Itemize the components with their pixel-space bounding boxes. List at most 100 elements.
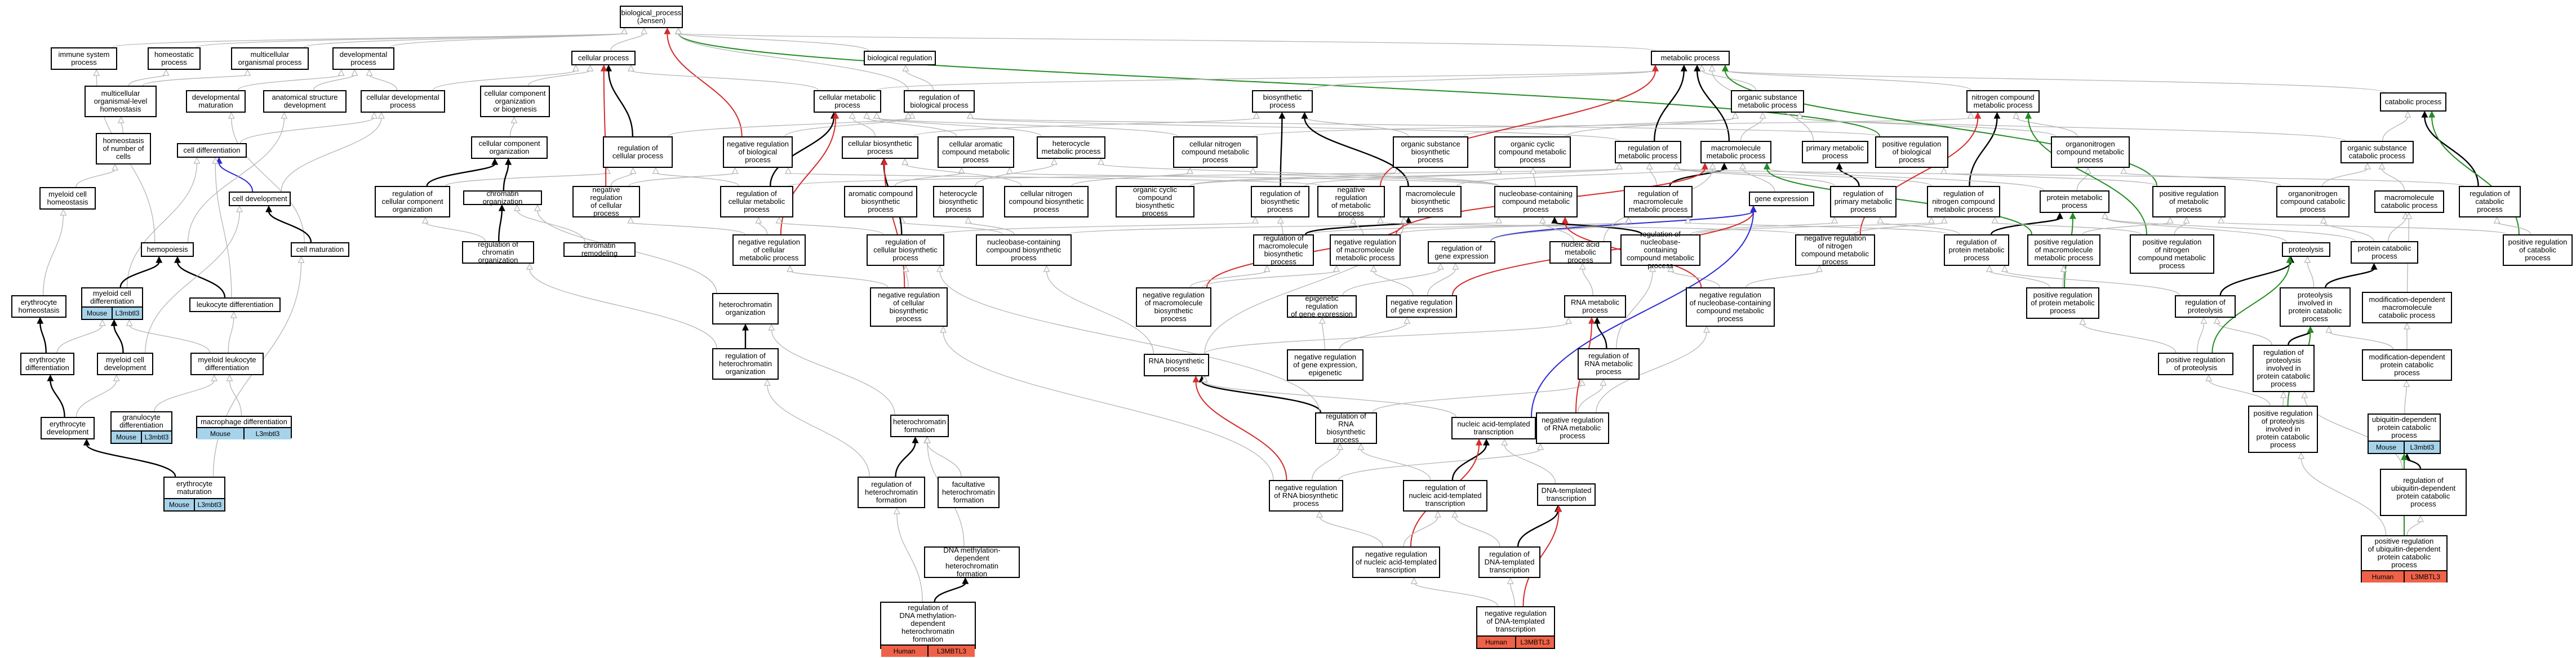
- term-rna-biosyn[interactable]: RNA biosynthetic process: [1144, 354, 1209, 376]
- term-protein-cat[interactable]: protein catabolic process: [2351, 241, 2418, 264]
- term-chromatin-remod[interactable]: chromatin remodeling: [563, 242, 636, 257]
- gene-tag[interactable]: L3MBTL3: [927, 646, 975, 657]
- term-facultative-het[interactable]: facultative heterochromatin formation: [938, 477, 1000, 508]
- term-neg-nucleobase[interactable]: negative regulation of nucleobase-contai…: [1686, 287, 1775, 327]
- term-homeostatic[interactable]: homeostatic process: [148, 47, 201, 70]
- term-reg-macromol-metab[interactable]: regulation of macromolecule metabolic pr…: [1624, 186, 1693, 217]
- term-org-cyclic[interactable]: organic cyclic compound metabolic proces…: [1494, 136, 1571, 168]
- term-cell-maturation[interactable]: cell maturation: [291, 242, 349, 257]
- term-heterocycle[interactable]: heterocycle metabolic process: [1037, 136, 1105, 159]
- term-pos-protein-metab[interactable]: positive regulation of protein metabolic…: [2026, 287, 2099, 319]
- species-tag[interactable]: Human: [1477, 637, 1515, 648]
- gene-tag[interactable]: L3mbtl3: [2404, 442, 2440, 453]
- term-organonitro[interactable]: organonitrogen compound metabolic proces…: [2051, 136, 2130, 168]
- term-reg-macromol-biosyn[interactable]: regulation of macromolecule biosynthetic…: [1253, 234, 1314, 266]
- species-tag[interactable]: Mouse: [2369, 442, 2404, 453]
- term-modif-protein-cat[interactable]: modification-dependent protein catabolic…: [2362, 349, 2452, 381]
- term-proteolysis[interactable]: proteolysis: [2282, 242, 2330, 257]
- term-cell-development[interactable]: cell development: [229, 192, 291, 206]
- term-org-subst-bio[interactable]: organic substance biosynthetic process: [1393, 136, 1468, 168]
- term-neg-nat-transcription[interactable]: negative regulation of nucleic acid-temp…: [1352, 546, 1440, 578]
- term-neg-nitro[interactable]: negative regulation of nitrogen compound…: [1795, 234, 1875, 266]
- term-cell-arom[interactable]: cellular aromatic compound metabolic pro…: [938, 136, 1014, 168]
- term-reg-dna-transcription[interactable]: regulation of DNA-templated transcriptio…: [1478, 546, 1540, 578]
- term-biosynthetic[interactable]: biosynthetic process: [1252, 90, 1313, 113]
- term-pos-proteolysis[interactable]: positive regulation of proteolysis: [2158, 353, 2233, 375]
- term-pos-proteolysis-cat[interactable]: positive regulation of proteolysis invol…: [2248, 406, 2318, 453]
- term-erythrocyte-homeo[interactable]: erythrocyte homeostasis: [11, 295, 66, 318]
- term-neg-macromol-biosyn[interactable]: negative regulation of macromolecule bio…: [1136, 287, 1211, 327]
- term-neg-dna-transcription[interactable]: negative regulation of DNA-templated tra…: [1476, 606, 1555, 649]
- term-leuk-diff[interactable]: leukocyte differentiation: [189, 297, 281, 312]
- term-reg-cc-org[interactable]: regulation of cellular component organiz…: [375, 186, 450, 217]
- term-primary-metab[interactable]: primary metabolic process: [1802, 141, 1868, 163]
- term-reg-proteolysis[interactable]: regulation of proteolysis: [2175, 295, 2236, 318]
- term-cell-biosyn[interactable]: cellular biosynthetic process: [842, 136, 918, 159]
- term-macromol-biosyn[interactable]: macromolecule biosynthetic process: [1400, 186, 1462, 217]
- term-bioreg[interactable]: biological regulation: [864, 51, 936, 65]
- term-cell-dev-proc[interactable]: cellular developmental process: [361, 90, 445, 113]
- gene-tag[interactable]: L3mbtl3: [243, 428, 291, 439]
- term-erythrocyte-dev[interactable]: erythrocyte development: [41, 417, 95, 439]
- term-reg-gene-expr[interactable]: regulation of gene expression: [1428, 241, 1495, 264]
- term-bp[interactable]: biological_process (Jensen): [620, 6, 683, 28]
- term-dev-mat[interactable]: developmental maturation: [186, 90, 246, 113]
- term-reg-cell-metab[interactable]: regulation of cellular metabolic process: [720, 186, 793, 217]
- term-neg-cell-metab[interactable]: negative regulation of cellular metaboli…: [732, 234, 806, 266]
- term-modif-macromol-cat[interactable]: modification-dependent macromolecule cat…: [2362, 292, 2452, 323]
- term-nucleic-acid-metab[interactable]: nucleic acid metabolic process: [1549, 241, 1611, 264]
- term-nucleobase[interactable]: nucleobase-containing compound metabolic…: [1494, 186, 1578, 217]
- species-tag[interactable]: Mouse: [197, 428, 243, 439]
- term-dna-transcription[interactable]: DNA-templated transcription: [1537, 483, 1596, 506]
- term-reg-dna-meth-het[interactable]: regulation of DNA methylation-dependent …: [880, 602, 976, 657]
- term-neg-macromol-metab[interactable]: negative regulation of macromolecule met…: [1330, 234, 1401, 266]
- term-neg-bioproc[interactable]: negative regulation of biological proces…: [723, 136, 793, 168]
- species-tag[interactable]: Mouse: [112, 432, 141, 443]
- species-tag[interactable]: Human: [2362, 571, 2404, 583]
- term-gene-expr[interactable]: gene expression: [1749, 192, 1814, 206]
- term-cc-org[interactable]: cellular component organization: [471, 136, 548, 159]
- term-neg-cell-proc[interactable]: negative regulation of cellular process: [572, 186, 640, 217]
- term-reg-nitro[interactable]: regulation of nitrogen compound metaboli…: [1927, 186, 2000, 217]
- term-multicell[interactable]: multicellular organismal process: [231, 47, 309, 70]
- gene-tag[interactable]: L3MBTL3: [1515, 637, 1554, 648]
- term-neg-cell-biosyn[interactable]: negative regulation of cellular biosynth…: [870, 287, 948, 327]
- term-hetero-biosyn[interactable]: heterocycle biosynthetic process: [933, 186, 984, 217]
- term-homeo-num[interactable]: homeostasis of number of cells: [96, 133, 151, 164]
- term-reg-heterochromatin-form[interactable]: regulation of heterochromatin formation: [858, 477, 925, 508]
- species-tag[interactable]: Mouse: [82, 308, 112, 319]
- term-nucleobase-biosyn[interactable]: nucleobase-containing compound biosynthe…: [976, 234, 1072, 266]
- term-reg-cell-proc[interactable]: regulation of cellular process: [603, 136, 673, 168]
- term-cell-nitro[interactable]: cellular nitrogen compound metabolic pro…: [1173, 136, 1258, 168]
- term-nat-transcription[interactable]: nucleic acid-templated transcription: [1451, 417, 1536, 439]
- term-pos-metab[interactable]: positive regulation of metabolic process: [2152, 186, 2226, 217]
- term-neg-rna-metab[interactable]: negative regulation of RNA metabolic pro…: [1536, 412, 1609, 444]
- term-pos-macromol-metab[interactable]: positive regulation of macromolecule met…: [2027, 234, 2100, 266]
- term-cell-metab[interactable]: cellular metabolic process: [814, 90, 881, 113]
- term-dna-meth-het[interactable]: DNA methylation-dependent heterochromati…: [924, 546, 1020, 578]
- term-heterochromatin-org[interactable]: heterochromatin organization: [712, 293, 779, 324]
- term-neg-gene-expr-epi[interactable]: negative regulation of gene expression, …: [1287, 349, 1363, 381]
- gene-tag[interactable]: L3mbtl3: [112, 308, 142, 319]
- term-reg-chromatin-org[interactable]: regulation of chromatin organization: [462, 241, 534, 264]
- term-neg-rna-biosyn[interactable]: negative regulation of RNA biosynthetic …: [1269, 480, 1343, 512]
- term-mcorg-homeo[interactable]: multicellular organismal-level homeostas…: [85, 86, 157, 117]
- term-reg-bioproc[interactable]: regulation of biological process: [904, 90, 975, 113]
- term-erythrocyte-diff[interactable]: erythrocyte differentiation: [20, 353, 74, 375]
- term-hemopoiesis[interactable]: hemopoiesis: [141, 242, 194, 257]
- term-immune[interactable]: immune system process: [51, 47, 117, 70]
- term-arom-biosyn[interactable]: aromatic compound biosynthetic process: [844, 186, 917, 217]
- term-reg-rna-metab[interactable]: regulation of RNA metabolic process: [1578, 348, 1640, 380]
- term-organonitro-cat[interactable]: organonitrogen compound catabolic proces…: [2276, 186, 2350, 217]
- term-catabolic[interactable]: catabolic process: [2380, 92, 2446, 112]
- term-myeloid-homeo[interactable]: myeloid cell homeostasis: [39, 187, 96, 210]
- term-reg-metab[interactable]: regulation of metabolic process: [1615, 141, 1681, 163]
- term-rna-metab[interactable]: RNA metabolic process: [1564, 295, 1626, 318]
- term-org-cyclic-biosyn[interactable]: organic cyclic compound biosynthetic pro…: [1116, 186, 1194, 217]
- term-proteolysis-cat[interactable]: proteolysis involved in protein cataboli…: [2280, 287, 2351, 327]
- term-pos-catabolic[interactable]: positive regulation of catabolic process: [2503, 234, 2573, 266]
- term-reg-nat-transcription[interactable]: regulation of nucleic acid-templated tra…: [1403, 480, 1487, 512]
- term-anat-dev[interactable]: anatomical structure development: [263, 90, 347, 113]
